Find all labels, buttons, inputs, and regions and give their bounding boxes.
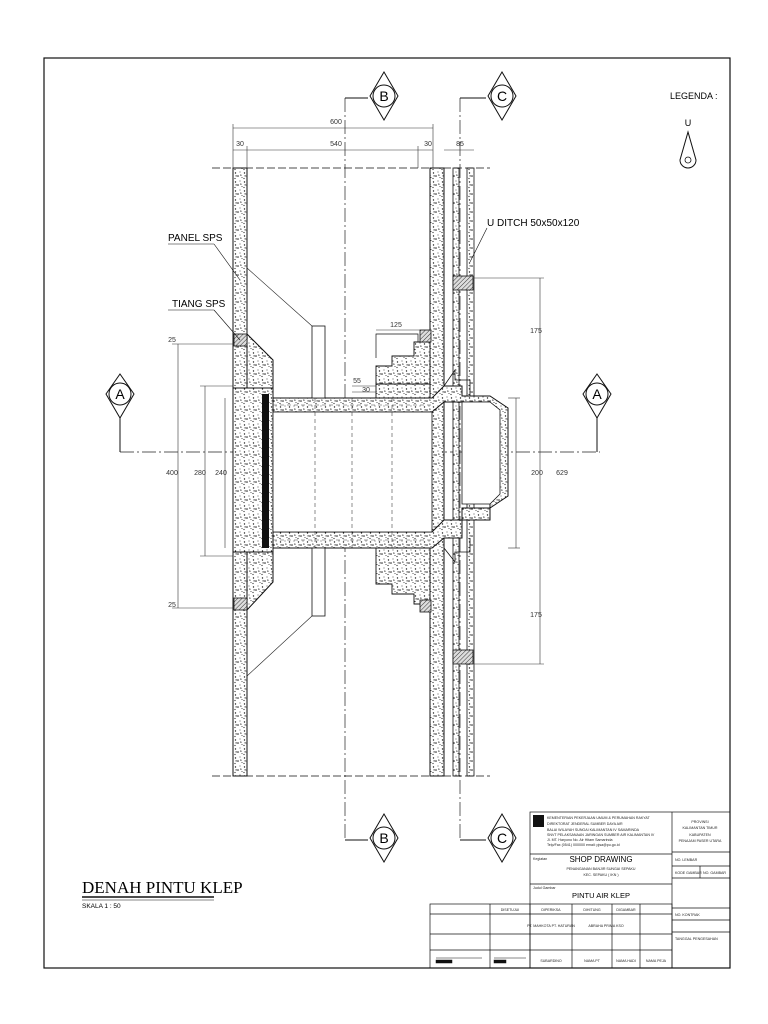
legend: LEGENDA : U: [670, 91, 718, 169]
tb-no-lembar: NO. LEMBAR: [675, 858, 698, 862]
tb-province-3: KABUPATEN: [689, 833, 711, 837]
legend-symbol-label: U: [685, 118, 692, 128]
tb-disetujui: DISETUJUI: [501, 908, 520, 912]
boundary-lines: [212, 167, 490, 777]
drawing-title: DENAH PINTU KLEP: [82, 878, 243, 897]
tb-dihitung: DIHITUNG: [583, 908, 601, 912]
dim-left-outer: 400: [166, 470, 178, 477]
dim-right-top: 175: [530, 328, 542, 335]
tb-province-4: PENAJAM PASER UTARA: [679, 839, 722, 843]
section-label-b-bottom: B: [379, 830, 388, 846]
wingwall-upper: [375, 333, 431, 399]
tb-kegiatan: Kegiatan: [533, 857, 547, 861]
panel-sps-label: PANEL SPS: [168, 233, 223, 244]
dim-step-a: 55: [353, 378, 361, 385]
section-marker-c-top: C: [460, 71, 517, 121]
dim-left-inner: 240: [215, 470, 227, 477]
dim-top-total: 600: [330, 119, 342, 126]
legend-heading: LEGENDA :: [670, 91, 718, 101]
tb-footer-4: NAMA PEJA: [646, 959, 667, 963]
dim-top-right: 30: [424, 141, 432, 148]
dim-small-bottom: 25: [168, 602, 176, 609]
wingwall-lower: [375, 547, 431, 605]
sheet-pile-panels: [311, 325, 326, 617]
tb-judul: PINTU AIR KLEP: [572, 891, 630, 900]
tb-project-2: KEC. SEPAKU ( IKN ): [583, 873, 618, 877]
tb-province-1: PROVINSI: [691, 820, 708, 824]
tb-project-1: PENANGANAN BANJIR SUNGAI SEPAKU: [566, 867, 635, 871]
section-marker-a-right: A: [582, 373, 612, 452]
dimension-lines: [172, 124, 544, 665]
dim-top-left: 30: [236, 141, 244, 148]
section-label-a-left: A: [115, 386, 125, 402]
sheet-border: [43, 57, 731, 969]
tb-diperiksa: DIPERIKSA: [541, 908, 561, 912]
section-label-b-top: B: [379, 88, 388, 104]
tb-ministry-5: Jl. MT. Haryono No. Air Hitam Samarinda: [547, 838, 613, 842]
tb-kontraktor: PT. MAHKOTA PT. HATURAN: [527, 924, 575, 928]
tb-tanggal: TANGGAL PENGESAHAN: [675, 937, 718, 941]
u-ditch-label: U DITCH 50x50x120: [487, 218, 580, 229]
section-marker-a-left: A: [105, 373, 135, 452]
signature-stamps: [435, 957, 526, 964]
conduit: [272, 368, 509, 564]
tb-doc-type: SHOP DRAWING: [569, 855, 632, 864]
sps-posts: [233, 275, 474, 665]
dim-step-width: 125: [390, 322, 402, 329]
section-marker-c-bottom: C: [460, 813, 517, 863]
tb-no-kontrak: NO. KONTRAK: [675, 913, 700, 917]
tb-digambar: DIGAMBAR: [616, 908, 636, 912]
tb-judul-gambar: Judul Gambar: [533, 886, 556, 890]
tb-footer-3: NAMA HADI: [616, 959, 636, 963]
agency-logo: [533, 815, 544, 827]
section-marker-b-bottom: B: [345, 813, 399, 863]
tb-ministry-6: Telp/Fax (0541) 000000 email: pjsa@pu.go…: [547, 843, 620, 847]
tb-ministry-1: KEMENTERIAN PEKERJAAN UMUM & PERUMAHAN R…: [547, 816, 651, 820]
hidden-lines: [273, 398, 432, 548]
tb-footer-1: SUBARDINO: [540, 959, 562, 963]
dim-step-b: 30: [362, 387, 370, 394]
tb-province-2: KALIMANTAN TIMUR: [682, 826, 717, 830]
section-marker-b-top: B: [345, 71, 399, 121]
tb-ministry-2: DIREKTORAT JENDERAL SUMBER DAYA AIR: [547, 822, 623, 826]
drawing-scale: SKALA 1 : 50: [82, 903, 121, 910]
dim-right-bottom: 175: [530, 612, 542, 619]
dim-small-top: 25: [168, 337, 176, 344]
dim-top-ditch: 85: [456, 141, 464, 148]
tb-ministry-3: BALAI WILAYAH SUNGAI KALIMANTAN IV SAMAR…: [547, 828, 640, 832]
callouts: [168, 227, 488, 341]
tb-ministry-4: SNVT PELAKSANAAN JARINGAN SUMBER AIR KAL…: [547, 833, 655, 837]
section-label-a-right: A: [592, 386, 602, 402]
tb-kode-gambar: KODE GAMBAR: [675, 871, 702, 875]
dim-left-mid: 280: [194, 470, 206, 477]
dim-right-inner: 200: [531, 470, 543, 477]
tb-pelaksana: ABRAHA PRIMA KSO: [588, 924, 624, 928]
gate-plate: [262, 394, 269, 548]
dim-top-mid: 540: [330, 141, 342, 148]
section-label-c-top: C: [497, 88, 507, 104]
tb-footer-2: NAMA PT: [584, 959, 601, 963]
ditch-symbol-icon: [679, 130, 697, 169]
title-block: [429, 811, 731, 969]
panel-diagonals: [246, 267, 313, 677]
section-label-c-bottom: C: [497, 830, 507, 846]
tb-no-gambar: NO. GAMBAR: [703, 871, 726, 875]
dim-right-outer: 629: [556, 470, 568, 477]
tiang-sps-label: TIANG SPS: [172, 299, 226, 310]
